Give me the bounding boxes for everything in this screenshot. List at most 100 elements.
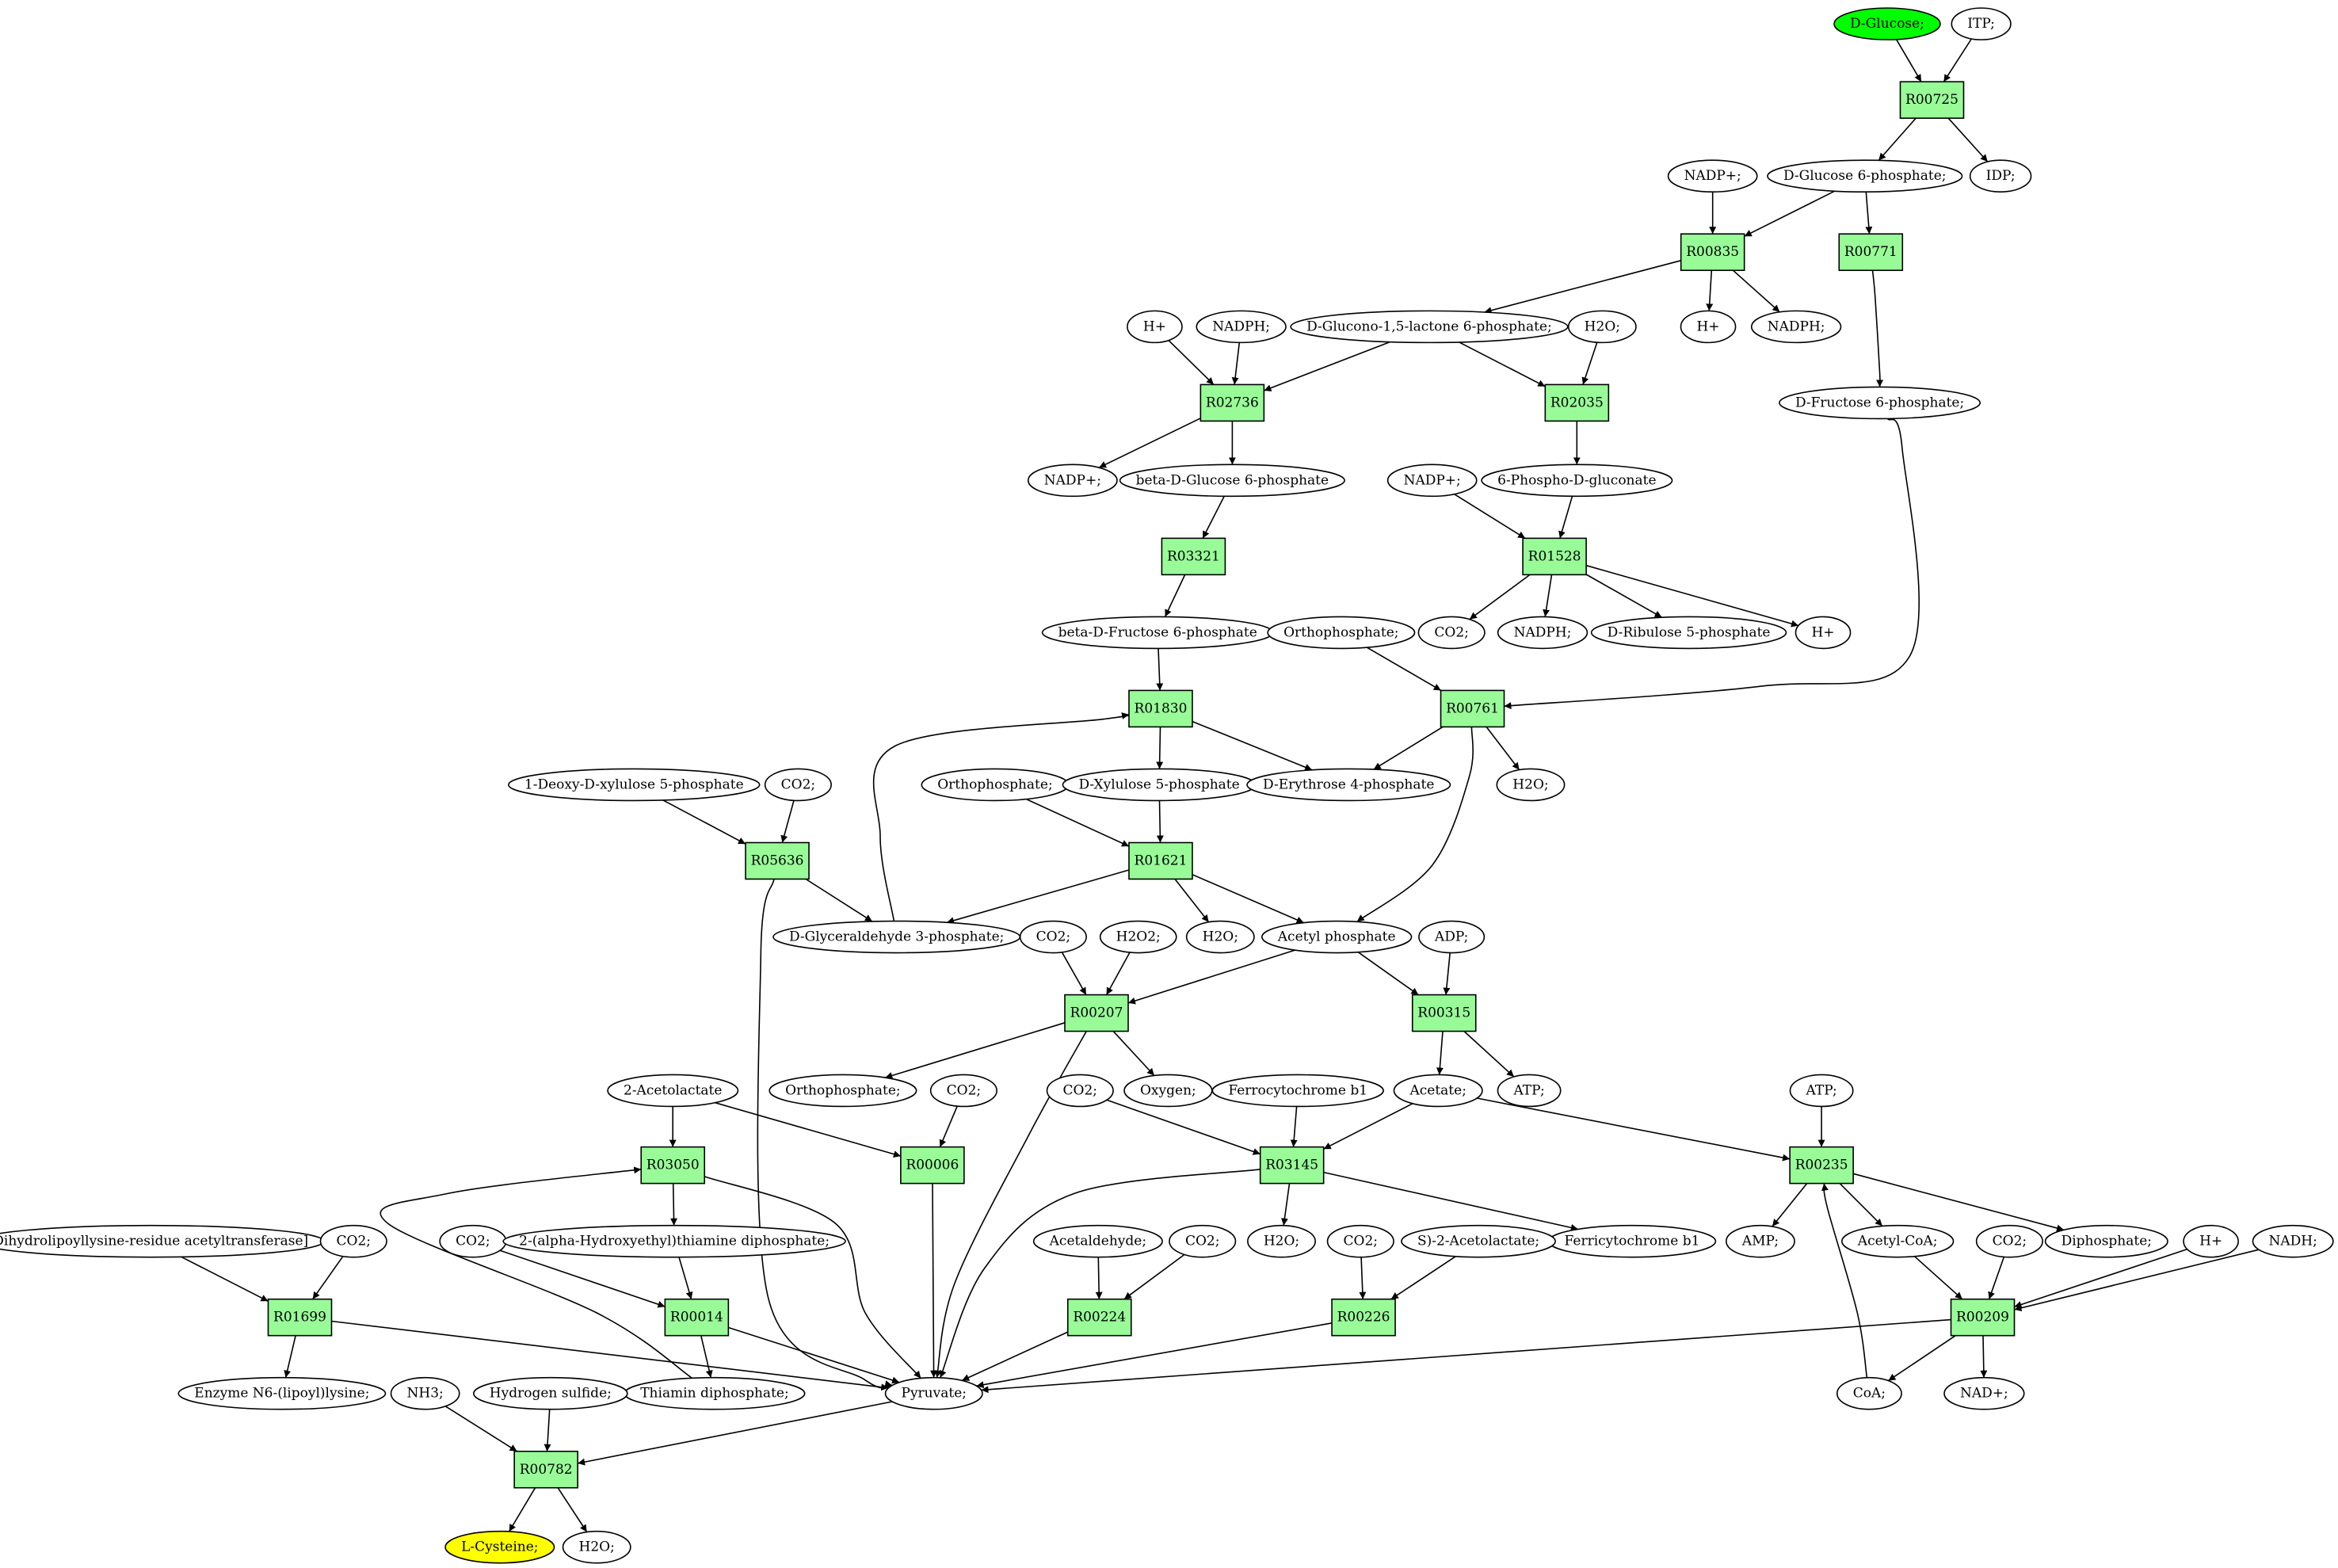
metabolite-ellipse — [1393, 1074, 1483, 1108]
metabolite-node-bf6p: beta-D-Fructose 6-phosphate — [1041, 616, 1274, 650]
edge-bg6p-to-r03321 — [1202, 495, 1225, 539]
edge-h2o2b-to-r00207 — [1105, 952, 1131, 995]
metabolite-ellipse — [444, 1530, 555, 1564]
node-label: CO2; — [1036, 929, 1071, 945]
metabolite-node-nadp2: NADP+; — [1027, 464, 1118, 498]
metabolite-node-co2e: CO2; — [1046, 1074, 1114, 1108]
node-label: Ferricytochrome b1 — [1565, 1234, 1700, 1249]
edge-h2s-to-r00782 — [543, 1409, 551, 1452]
reaction-box — [1066, 1298, 1132, 1337]
metabolite-ellipse — [1027, 464, 1118, 498]
metabolite-node-nadph2: NADPH; — [1196, 310, 1287, 344]
edge-r00771-to-f6p — [1871, 270, 1884, 387]
edge-r00761-to-acp — [1356, 727, 1474, 922]
metabolite-node-g6p: D-Glucose 6-phosphate; — [1767, 159, 1963, 193]
metabolite-node-xu5p: D-Xylulose 5-phosphate — [1062, 768, 1257, 802]
edge-acet-to-r03145 — [1323, 1103, 1413, 1150]
metabolite-ellipse — [1943, 1376, 2025, 1410]
node-label: CO2; — [1993, 1234, 2027, 1249]
node-label: Pyruvate; — [902, 1386, 967, 1402]
node-label: H+ — [2199, 1234, 2222, 1249]
edge-r01528-to-ru5p — [1585, 574, 1662, 618]
metabolite-node-fcb1: Ferrocytochrome b1 — [1211, 1074, 1384, 1108]
metabolite-node-co2a: CO2; — [1417, 616, 1486, 650]
metabolite-node-pi1: Orthophosphate; — [1267, 616, 1416, 650]
node-label: NADPH; — [1768, 319, 1825, 334]
node-label: 6-Phospho-D-gluconate — [1497, 472, 1656, 488]
edge-r01699-to-enz — [284, 1335, 296, 1378]
reaction-node-r00006: R00006 — [900, 1146, 965, 1185]
metabolite-node-acet: Acetate; — [1393, 1074, 1483, 1108]
metabolite-node-co2g: CO2; — [439, 1224, 507, 1258]
edge-r03321-to-bf6p — [1164, 574, 1186, 617]
node-label: NADPH; — [1514, 624, 1572, 640]
edge-tpp-to-r03050 — [379, 1166, 693, 1379]
metabolite-ellipse — [1386, 464, 1478, 498]
reaction-node-r00209: R00209 — [1950, 1298, 2016, 1337]
node-label: L-Cysteine; — [461, 1539, 538, 1555]
node-label: Acetyl phosphate — [1277, 929, 1396, 945]
metabolite-ellipse — [884, 1376, 983, 1410]
node-label: R00761 — [1446, 700, 1499, 716]
node-label: D-Xylulose 5-phosphate — [1078, 776, 1239, 792]
reaction-box — [1331, 1298, 1396, 1337]
edge-co2j-to-r00226 — [1359, 1257, 1367, 1299]
metabolite-node-h4: H+ — [2183, 1224, 2239, 1258]
node-label: R00725 — [1905, 92, 1959, 108]
reaction-box — [1838, 233, 1904, 272]
edge-glcl6p-to-r02035 — [1459, 341, 1546, 387]
metabolite-node-co2i: CO2; — [1169, 1224, 1237, 1258]
edge-r03145-to-pyr — [939, 1169, 1261, 1379]
edge-coa-to-r00235 — [1821, 1183, 1868, 1378]
edge-r05636-to-pyr — [757, 879, 893, 1389]
metabolite-ellipse — [1841, 1224, 1955, 1258]
metabolite-ellipse — [1680, 310, 1737, 344]
edge-acp-to-r00207 — [1127, 949, 1295, 1005]
metabolite-ellipse — [929, 1074, 997, 1108]
metabolite-node-co2c: CO2; — [1019, 920, 1087, 954]
metabolite-ellipse — [1767, 159, 1963, 193]
node-label: Acetyl-CoA; — [1857, 1234, 1938, 1249]
node-label: R02035 — [1550, 395, 1604, 410]
edge-bf6p-to-r01830 — [1156, 648, 1164, 691]
metabolite-node-acald: Acetaldehyde; — [1032, 1224, 1163, 1258]
node-label: CO2; — [947, 1082, 982, 1098]
node-label: CO2; — [456, 1234, 490, 1249]
edges-layer — [181, 38, 2260, 1532]
reaction-node-r00782: R00782 — [513, 1450, 578, 1489]
edge-r00235-to-accoa — [1839, 1183, 1883, 1227]
reaction-node-r01830: R01830 — [1128, 689, 1193, 728]
metabolite-node-nh3: NH3; — [390, 1376, 460, 1410]
edge-r01621-to-acp — [1192, 874, 1304, 924]
metabolite-ellipse — [1127, 310, 1183, 344]
node-label: R01528 — [1528, 548, 1581, 564]
edge-r00014-to-tpp — [700, 1335, 713, 1378]
edge-r00725-to-g6p — [1878, 117, 1917, 161]
edge-adp-to-r00315 — [1443, 952, 1451, 995]
edge-acp-to-r00315 — [1357, 952, 1419, 996]
metabolite-node-hetpp: 2-(alpha-Hydroxyethyl)thiamine diphospha… — [502, 1224, 846, 1258]
edge-co2g-to-r00014 — [499, 1249, 666, 1308]
reaction-node-r01621: R01621 — [1128, 841, 1193, 880]
node-label: R00207 — [1070, 1005, 1123, 1021]
edge-co2e-to-r03145 — [1106, 1099, 1261, 1155]
metabolite-node-itp: ITP; — [1951, 7, 2012, 40]
node-label: Ferrocytochrome b1 — [1228, 1082, 1367, 1098]
metabolite-ellipse — [1099, 920, 1177, 954]
edge-r00207-to-pi3 — [885, 1022, 1066, 1079]
node-label: Acetate; — [1409, 1082, 1466, 1098]
node-label: NADP+; — [1684, 168, 1741, 184]
edge-nadph2-to-r02736 — [1231, 342, 1241, 385]
node-label: ATP; — [1806, 1082, 1837, 1098]
metabolite-ellipse — [562, 1530, 631, 1564]
metabolite-node-oxy: Oxygen; — [1123, 1074, 1213, 1108]
metabolite-ellipse — [1267, 616, 1416, 650]
node-label: D-Fructose 6-phosphate; — [1795, 395, 1964, 410]
reaction-node-r05636: R05636 — [745, 841, 810, 880]
metabolite-ellipse — [1975, 1224, 2043, 1258]
node-label: IDP; — [1986, 168, 2016, 184]
node-label: H+ — [1696, 319, 1719, 334]
edge-r01699-to-pyr — [331, 1320, 889, 1391]
edge-co2b-to-r05636 — [780, 800, 795, 843]
